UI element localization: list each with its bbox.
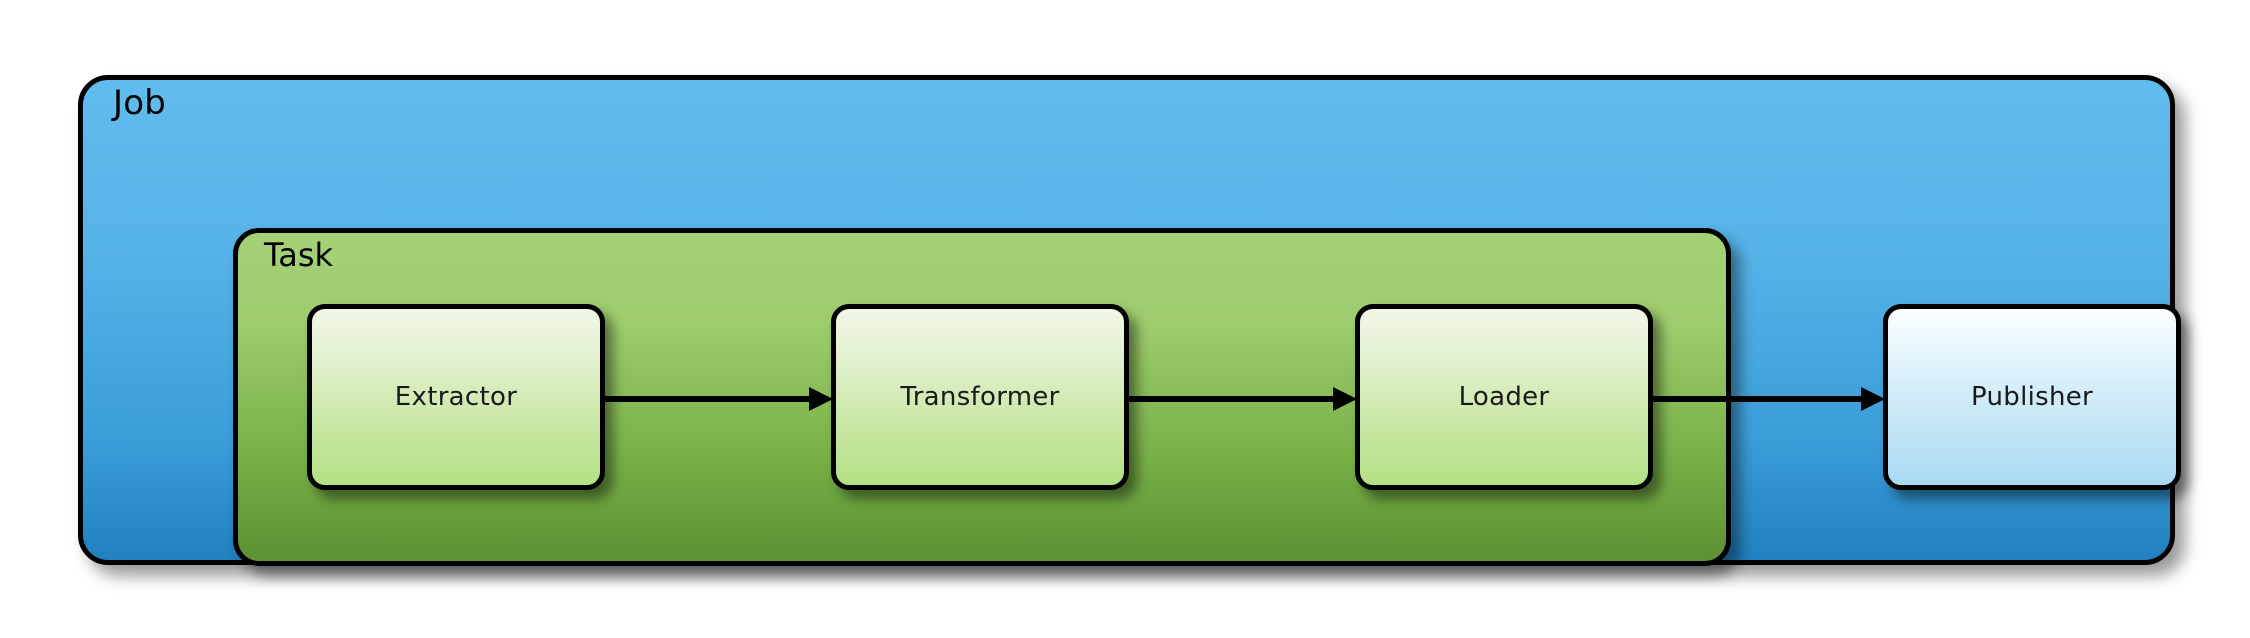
node-loader[interactable]: Loader <box>1355 304 1653 490</box>
node-publisher[interactable]: Publisher <box>1883 304 2181 490</box>
node-loader-label: Loader <box>1458 382 1550 412</box>
node-transformer[interactable]: Transformer <box>831 304 1129 490</box>
arrow-loader-to-publisher <box>1653 385 1885 413</box>
node-extractor[interactable]: Extractor <box>307 304 605 490</box>
job-container[interactable]: Job Task Extractor Transformer Loader Pu… <box>78 75 2181 566</box>
arrow-extractor-to-transformer <box>605 385 833 413</box>
arrow-transformer-to-loader <box>1129 385 1357 413</box>
node-publisher-label: Publisher <box>1970 382 2094 412</box>
node-transformer-label: Transformer <box>900 382 1060 412</box>
job-container-label: Job <box>113 83 167 123</box>
task-container-label: Task <box>264 236 334 274</box>
node-extractor-label: Extractor <box>394 382 518 412</box>
